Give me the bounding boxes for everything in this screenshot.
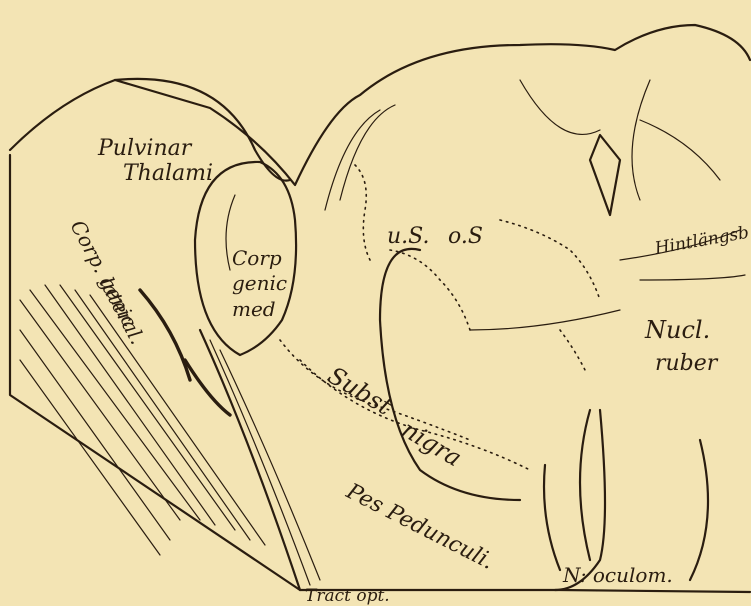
label-nucl-ruber-line1: Nucl.: [644, 316, 710, 344]
label-corp-genic-med-line2: genic: [232, 271, 287, 295]
label-n-oculom: N: oculom.: [562, 563, 673, 587]
label-us: u.S.: [387, 224, 429, 249]
label-corp-genic-med-line1: Corp: [232, 246, 282, 270]
label-pulvinar-line2: Thalami: [123, 161, 213, 186]
label-corp-genic-med-line3: med: [232, 297, 276, 321]
label-os: o.S: [448, 224, 483, 249]
label-pulvinar-line1: Pulvinar: [97, 136, 193, 161]
label-tract-opt: Tract opt.: [305, 586, 390, 606]
label-nucl-ruber-line2: ruber: [655, 351, 719, 376]
